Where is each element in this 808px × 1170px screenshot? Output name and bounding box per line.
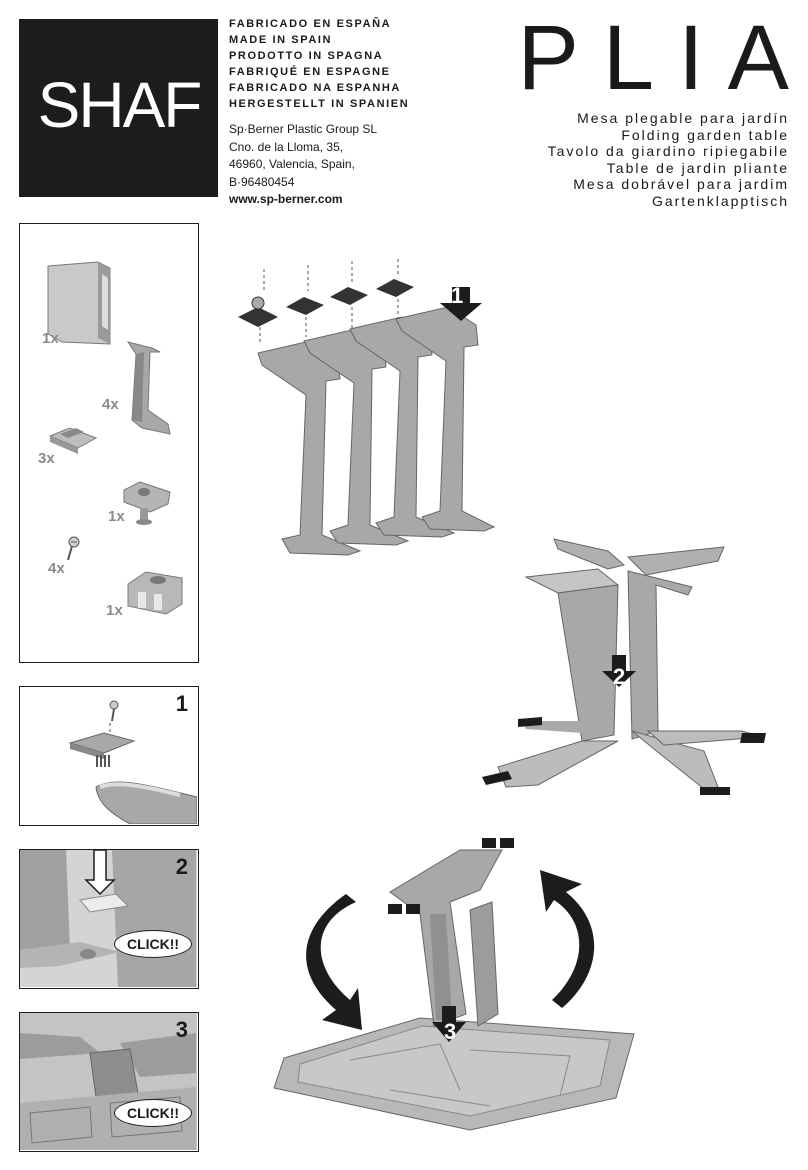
foot-caps <box>238 259 414 345</box>
product-name: PLIA <box>517 7 808 109</box>
shaf-logo-mark: SHAF <box>38 75 203 135</box>
product-description: Tavolo da giardino ripiegabile <box>547 143 789 159</box>
company-tax-id: B·96480454 <box>229 174 295 189</box>
step-1-badge: 1 <box>451 283 464 308</box>
step-3-detail: 3 CLICK!! <box>19 1012 199 1152</box>
origin-line: PRODOTTO IN SPAGNA <box>229 50 384 62</box>
product-description: Mesa plegable para jardín <box>577 110 789 126</box>
step-2-illustration <box>20 850 197 987</box>
click-callout: CLICK!! <box>114 930 193 958</box>
product-description: Gartenklapptisch <box>651 192 789 209</box>
company-website[interactable]: www.sp-berner.com <box>229 192 343 206</box>
part-qty: 4x <box>102 396 119 413</box>
connector-part <box>123 481 171 525</box>
origin-line: FABRICADO NA ESPANHA <box>229 82 401 94</box>
step-1-illustration <box>68 700 197 824</box>
part-qty: 1x <box>108 508 125 525</box>
svg-text:SHAF: SHAF <box>38 75 201 135</box>
table-top-part <box>47 261 111 345</box>
step-number: 1 <box>175 691 188 716</box>
part-qty: 3x <box>38 450 55 467</box>
step-3-badge: 3 <box>444 1019 457 1044</box>
company-address: Cno. de la Lloma, 35, <box>229 139 344 154</box>
legs <box>257 306 496 556</box>
step-number: 2 <box>175 854 188 879</box>
product-description: Mesa dobrável para jardim <box>573 176 789 192</box>
step-3-illustration <box>20 1013 197 1150</box>
step-2-badge: 2 <box>613 664 626 689</box>
tabletop-assembly-illustration <box>273 838 635 1131</box>
step-number: 3 <box>175 1017 188 1042</box>
center-block-part <box>127 571 183 615</box>
part-qty: 4x <box>48 560 65 577</box>
part-qty: 1x <box>42 330 59 347</box>
leg-part <box>126 341 171 435</box>
origin-line: HERGESTELLT IN SPANIEN <box>229 98 410 110</box>
origin-line: MADE IN SPAIN <box>229 34 333 46</box>
origin-list: FABRICADO EN ESPAÑA MADE IN SPAIN PRODOT… <box>229 16 409 112</box>
step-1-arrow <box>440 287 482 321</box>
brand-logo: SHAF <box>19 19 218 197</box>
company-name: Sp·Berner Plastic Group SL <box>229 122 378 136</box>
foot-cap-part <box>48 427 98 454</box>
origin-line: FABRICADO EN ESPAÑA <box>229 18 392 30</box>
step-1-detail: 1 <box>19 686 199 826</box>
company-city: 46960, Valencia, Spain, <box>229 157 355 171</box>
part-qty: 1x <box>106 602 123 619</box>
screw-part <box>67 536 80 561</box>
base-assembly-illustration <box>482 538 766 795</box>
company-info: Sp·Berner Plastic Group SL Cno. de la Ll… <box>229 121 377 209</box>
step-2-detail: 2 CLICK!! <box>19 849 199 989</box>
product-description: Folding garden table <box>621 126 789 143</box>
click-callout: CLICK!! <box>114 1099 193 1127</box>
product-description: Table de jardin pliante <box>606 159 789 176</box>
product-descriptions: Mesa plegable para jardín Folding garden… <box>548 110 789 209</box>
legs-assembly-illustration <box>238 259 496 556</box>
parts-list: 1x 4x 3x 1x 4x 1x <box>19 223 199 663</box>
origin-line: FABRIQUÉ EN ESPAGNE <box>229 66 391 78</box>
parts-illustrations <box>47 261 183 615</box>
